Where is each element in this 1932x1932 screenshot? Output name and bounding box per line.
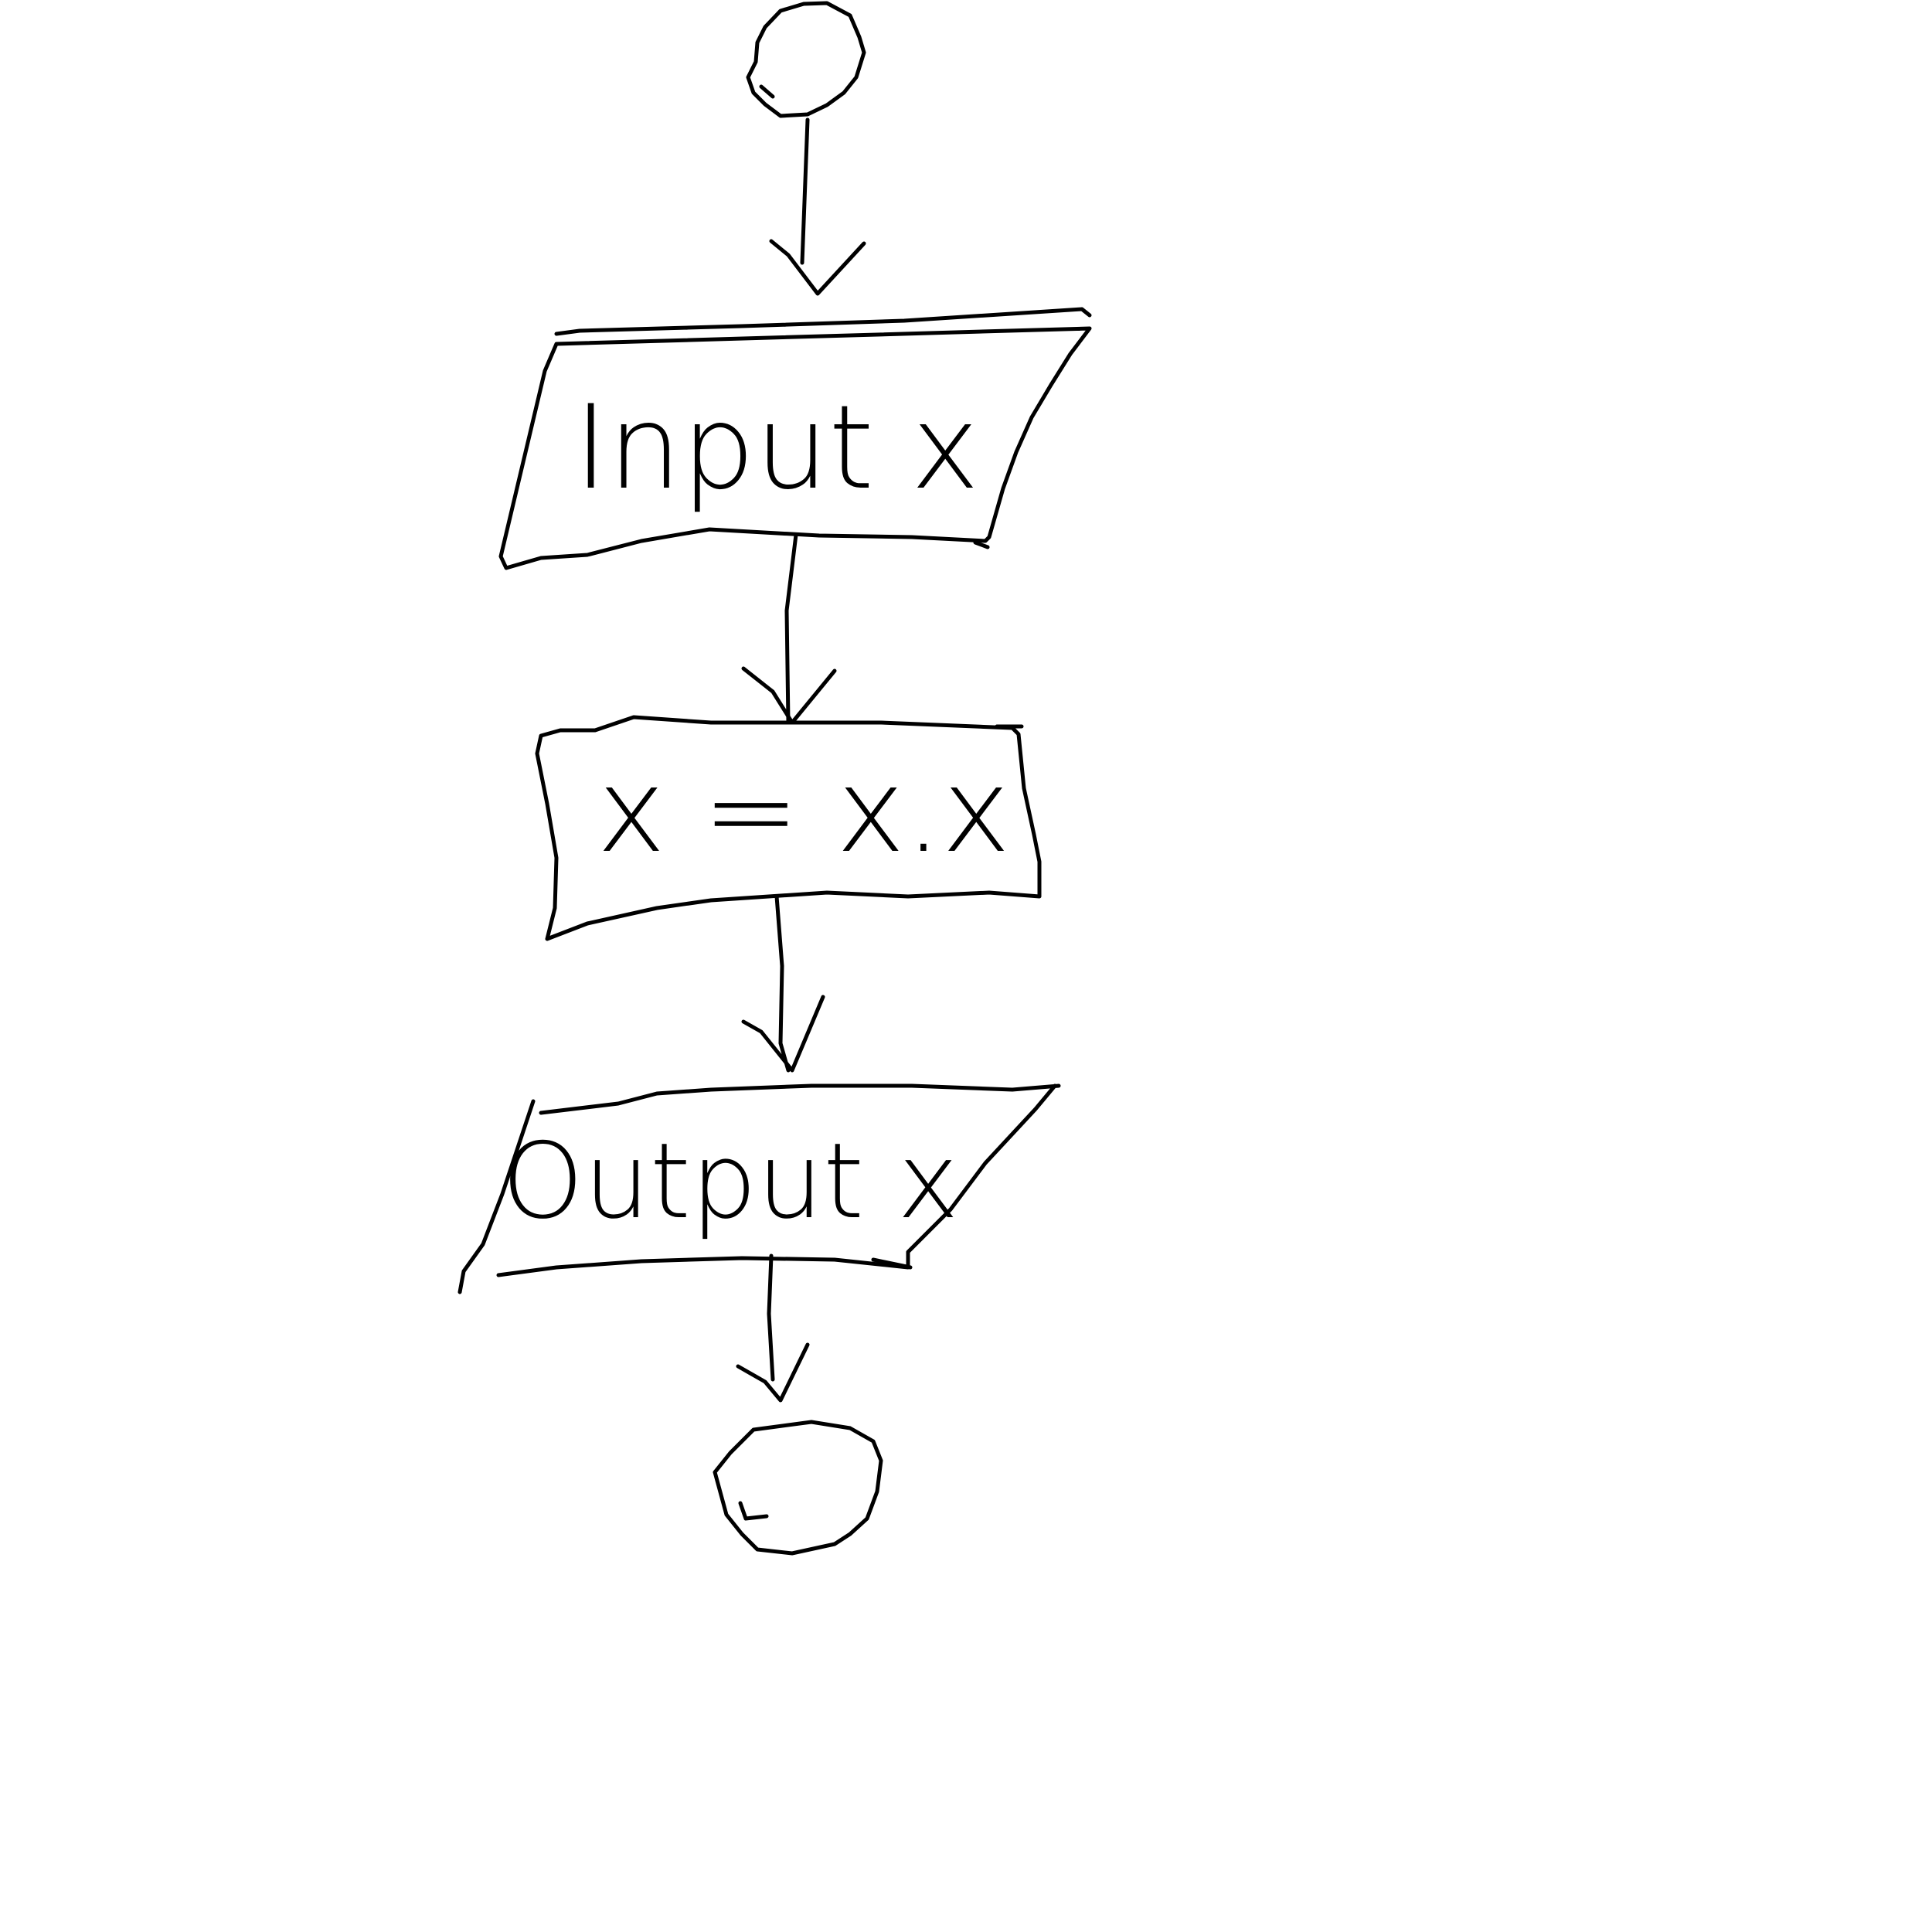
process-node: x = x.x xyxy=(535,715,1042,941)
start-terminal xyxy=(746,1,866,118)
arrow-input-to-process xyxy=(741,532,837,725)
input-parallelogram xyxy=(498,307,1092,570)
start-circle xyxy=(746,1,866,118)
arrow-process-to-output xyxy=(741,894,825,1073)
input-node: Input x xyxy=(498,307,1092,570)
arrow-output-to-end xyxy=(736,1253,810,1403)
arrow-start-to-input xyxy=(769,117,866,296)
end-circle xyxy=(713,1420,883,1556)
input-label: Input x xyxy=(574,381,980,515)
process-label: x = x.x xyxy=(597,744,1010,879)
output-node: Output x xyxy=(457,1083,1061,1294)
end-terminal xyxy=(713,1420,883,1556)
process-rectangle xyxy=(535,715,1042,941)
output-label: Output x xyxy=(502,1121,959,1242)
